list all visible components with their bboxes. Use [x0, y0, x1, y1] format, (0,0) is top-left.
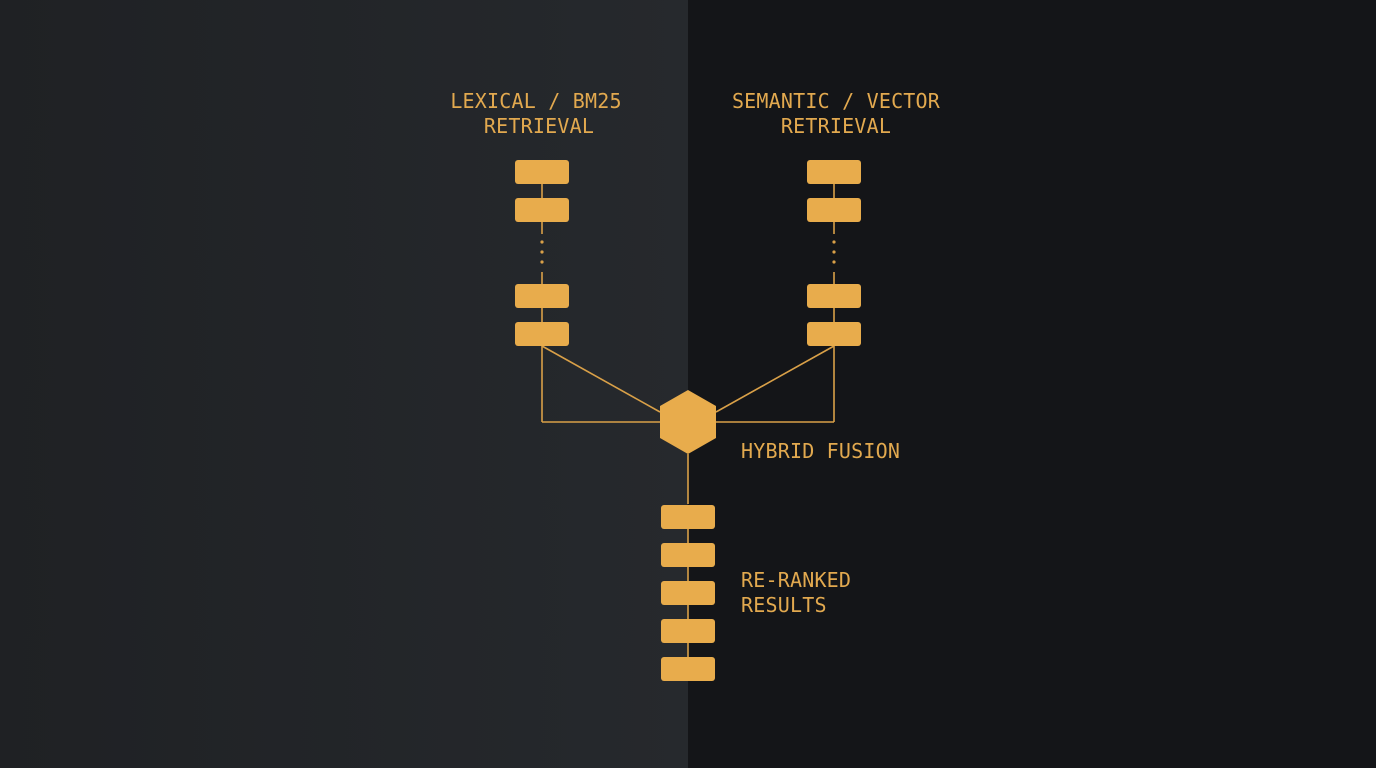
ellipsis-dot [832, 260, 836, 264]
lexical-ellipsis-dots [540, 240, 544, 264]
lexical-title-line1: LEXICAL / BM25 [450, 89, 621, 113]
lexical-result-block [515, 198, 569, 222]
semantic-ellipsis-dots [832, 240, 836, 264]
lexical-title-line2: RETRIEVAL [484, 114, 594, 138]
semantic-to-fusion-diagonal [715, 345, 835, 413]
semantic-result-block [807, 198, 861, 222]
lexical-result-block [515, 284, 569, 308]
ellipsis-dot [832, 240, 836, 244]
ellipsis-dot [832, 250, 836, 254]
semantic-result-block [807, 160, 861, 184]
reranked-results-label-line2: RESULTS [741, 593, 827, 617]
semantic-result-block [807, 284, 861, 308]
semantic-title-line1: SEMANTIC / VECTOR [732, 89, 941, 113]
ellipsis-dot [540, 240, 544, 244]
ellipsis-dot [540, 260, 544, 264]
semantic-panel-background [688, 0, 1376, 768]
reranked-result-block [661, 619, 715, 643]
lexical-to-fusion-diagonal [541, 345, 661, 413]
lexical-panel-background [0, 0, 688, 768]
ellipsis-dot [540, 250, 544, 254]
semantic-result-stack [807, 160, 861, 346]
reranked-result-block [661, 543, 715, 567]
connector-lines [541, 184, 835, 657]
lexical-result-block [515, 322, 569, 346]
semantic-result-block [807, 322, 861, 346]
reranked-result-stack [661, 505, 715, 681]
lexical-result-block [515, 160, 569, 184]
reranked-result-block [661, 657, 715, 681]
reranked-result-block [661, 581, 715, 605]
reranked-result-block [661, 505, 715, 529]
hybrid-fusion-label: HYBRID FUSION [741, 439, 900, 463]
semantic-title-line2: RETRIEVAL [781, 114, 891, 138]
reranked-results-label-line1: RE-RANKED [741, 568, 851, 592]
hexagon-icon [660, 390, 716, 454]
lexical-result-stack [515, 160, 569, 346]
